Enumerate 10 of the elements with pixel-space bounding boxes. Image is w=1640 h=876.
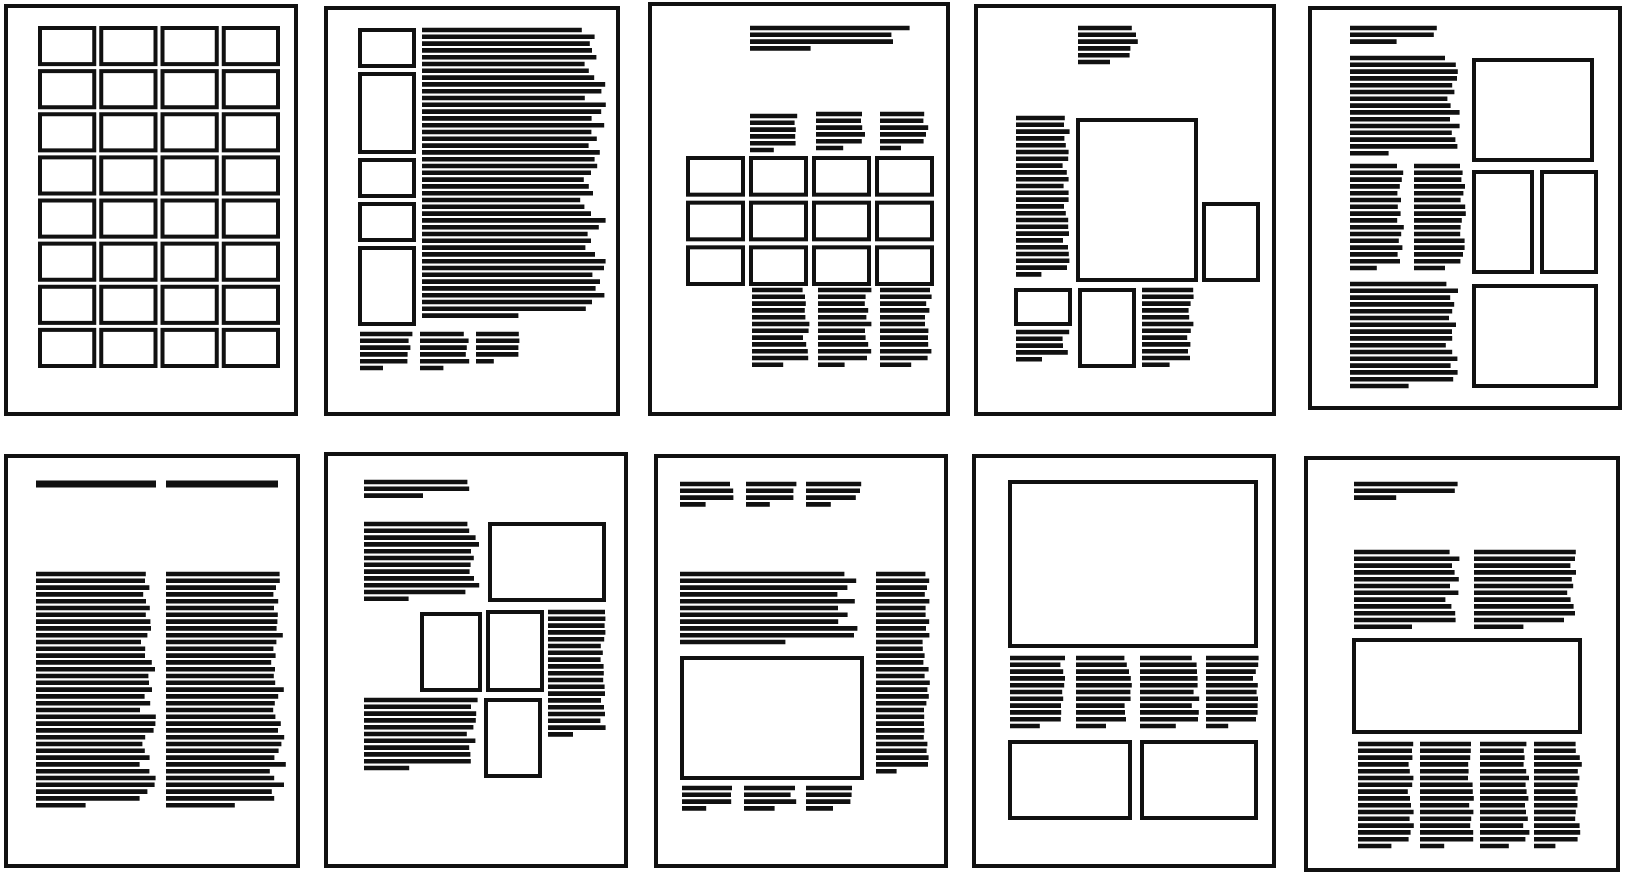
page-layout-sketch — [648, 2, 950, 416]
page-layout-sketch — [324, 6, 620, 416]
page-layout-sketch — [4, 454, 300, 868]
page-layout-sketch — [972, 454, 1276, 868]
page-layout-sketch — [4, 4, 298, 416]
page-layout-sketch — [1304, 456, 1620, 872]
page-layout-sketch — [974, 4, 1276, 416]
page-layout-sketch — [324, 452, 628, 868]
page-layout-sketch — [654, 454, 948, 868]
page-layout-sketch — [1308, 6, 1622, 410]
